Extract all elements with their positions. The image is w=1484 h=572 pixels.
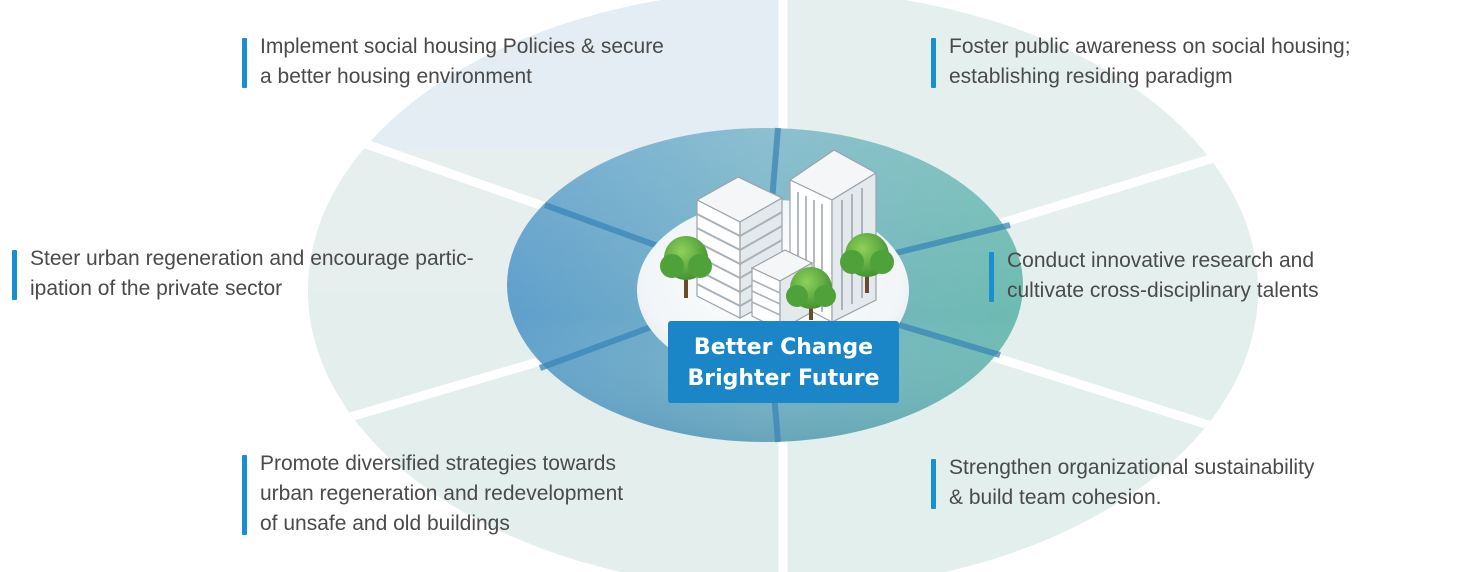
tree-icon [840, 233, 894, 293]
tree-icon [660, 236, 712, 298]
goal-line: cultivate cross-disciplinary talents [1007, 279, 1319, 302]
accent-bar [12, 250, 17, 300]
goal-line: a better housing environment [260, 65, 533, 88]
goal-organizational-sustainability: Strengthen organizational sustainability… [931, 453, 1444, 513]
tree-icon [786, 267, 836, 320]
accent-bar [242, 455, 247, 535]
goal-line: Promote diversified strategies towards [260, 452, 616, 475]
goal-line: Strengthen organizational sustainability [949, 456, 1315, 479]
goal-line: urban regeneration and redevelopment [260, 482, 624, 505]
accent-bar [989, 252, 994, 302]
goal-social-housing-policies: Implement social housing Policies & secu… [242, 32, 778, 92]
goal-urban-regeneration: Steer urban regeneration and encourage p… [12, 244, 602, 304]
goal-innovative-research: Conduct innovative research and cultivat… [989, 246, 1446, 306]
accent-bar [242, 38, 247, 88]
accent-bar [931, 38, 936, 88]
goal-line: ipation of the private sector [30, 277, 283, 300]
goal-line: Conduct innovative research and [1007, 249, 1315, 272]
slogan-line-1: Better Change [693, 335, 874, 360]
goal-line: Foster public awareness on social housin… [949, 35, 1351, 58]
goal-line: & build team cohesion. [949, 486, 1162, 509]
goal-line: Steer urban regeneration and encourage p… [30, 247, 474, 270]
goal-line: establishing residing paradigm [949, 65, 1233, 88]
accent-bar [931, 459, 936, 509]
slogan-line-2: Brighter Future [687, 366, 880, 391]
goal-diversified-strategies: Promote diversified strategies towards u… [242, 449, 743, 539]
slogan-badge: Better Change Brighter Future [668, 321, 899, 403]
goal-line: of unsafe and old buildings [260, 512, 510, 535]
goal-public-awareness: Foster public awareness on social housin… [931, 32, 1484, 92]
goal-line: Implement social housing Policies & secu… [260, 35, 664, 58]
